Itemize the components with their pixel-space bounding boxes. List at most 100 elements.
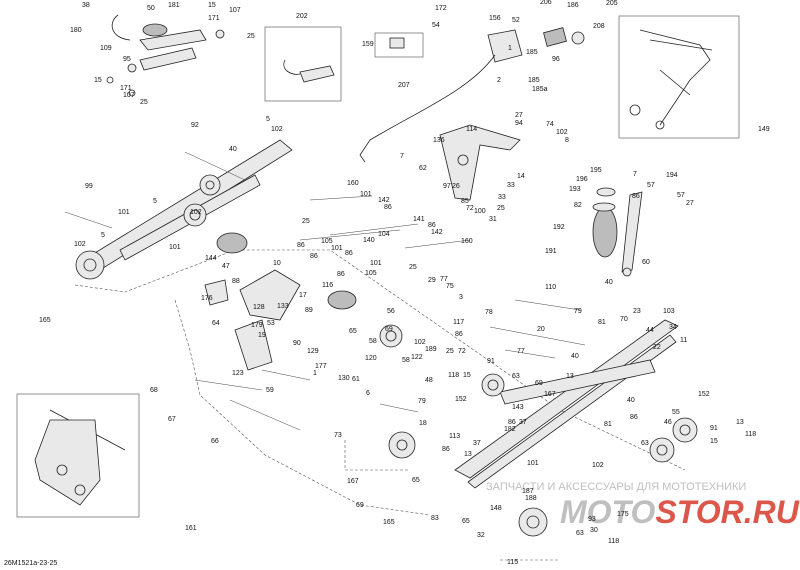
callout-185: 185	[528, 77, 540, 84]
callout-196: 196	[576, 176, 588, 183]
callout-149: 149	[758, 126, 770, 133]
callout-55: 55	[672, 409, 680, 416]
callout-148: 148	[490, 505, 502, 512]
callout-57: 57	[677, 192, 685, 199]
watermark: ЗАПЧАСТИ И АКСЕССУАРЫ ДЛЯ МОТОТЕХНИКИ MO…	[486, 481, 800, 530]
callout-7: 7	[400, 153, 404, 160]
callout-46: 46	[664, 419, 672, 426]
callout-67: 67	[168, 416, 176, 423]
shock-eye-upper	[215, 29, 225, 39]
callout-128: 128	[253, 304, 265, 311]
callout-65: 65	[412, 477, 420, 484]
callout-61: 61	[352, 376, 360, 383]
callout-102: 102	[414, 339, 426, 346]
callout-195: 195	[590, 167, 602, 174]
callout-188: 188	[525, 495, 537, 502]
callout-72: 72	[458, 348, 466, 355]
callout-22: 22	[653, 344, 661, 351]
callout-78: 78	[485, 309, 493, 316]
assembly-boundary-wheel-167	[344, 440, 410, 471]
callout-102: 102	[592, 462, 604, 469]
callout-165: 165	[39, 317, 51, 324]
callout-105: 105	[365, 270, 377, 277]
callout-90: 90	[293, 340, 301, 347]
callout-161: 161	[185, 525, 197, 532]
callout-160: 160	[461, 238, 473, 245]
callout-72: 72	[466, 205, 474, 212]
shaft-78	[489, 326, 586, 346]
callout-66: 66	[211, 438, 219, 445]
callout-86: 86	[384, 204, 392, 211]
callout-101: 101	[118, 209, 130, 216]
callout-27: 27	[686, 200, 694, 207]
callout-1: 1	[313, 370, 317, 377]
callout-99: 99	[85, 183, 93, 190]
rail-main	[454, 319, 679, 479]
bracket-176	[204, 279, 229, 306]
callout-101: 101	[527, 460, 539, 467]
callout-189: 189	[425, 346, 437, 353]
callout-69: 69	[356, 502, 364, 509]
callout-68: 68	[150, 387, 158, 394]
callout-63: 63	[512, 373, 520, 380]
callout-208: 208	[593, 23, 605, 30]
front-arm-group	[64, 139, 293, 280]
callout-91: 91	[710, 425, 718, 432]
callout-25: 25	[497, 205, 505, 212]
shaft-99	[64, 211, 113, 229]
shock-body	[139, 29, 207, 51]
callout-73: 73	[334, 432, 342, 439]
callout-102: 102	[190, 209, 202, 216]
callout-101: 101	[169, 244, 181, 251]
shaft-141	[329, 223, 419, 236]
callout-101: 101	[360, 191, 372, 198]
callout-93: 93	[588, 516, 596, 523]
callout-19: 19	[258, 332, 266, 339]
callout-60: 60	[642, 259, 650, 266]
callout-37: 37	[519, 419, 527, 426]
rail-lower	[499, 359, 656, 405]
callout-15: 15	[94, 77, 102, 84]
callout-23: 23	[633, 308, 641, 315]
rear-shock-group	[592, 187, 643, 277]
callout-167: 167	[544, 391, 556, 398]
callout-88: 88	[232, 278, 240, 285]
shaft-79	[379, 403, 419, 413]
callout-81: 81	[604, 421, 612, 428]
inset-box-202	[264, 26, 342, 102]
callout-1: 1	[508, 45, 512, 52]
callout-33: 33	[507, 182, 515, 189]
inset-161-content	[34, 409, 126, 506]
callout-37: 37	[473, 440, 481, 447]
callout-186: 186	[567, 2, 579, 9]
wheel-69-lower	[388, 431, 416, 459]
callout-171: 171	[120, 85, 132, 92]
callout-181: 181	[168, 2, 180, 9]
callout-40: 40	[571, 353, 579, 360]
callout-86: 86	[337, 271, 345, 278]
shaft-140	[299, 229, 401, 241]
callout-115: 115	[507, 559, 518, 566]
callout-34: 34	[669, 324, 677, 331]
callout-86: 86	[442, 446, 450, 453]
coil-spring-192	[592, 206, 618, 258]
callout-185: 185	[526, 49, 538, 56]
callout-74: 74	[546, 121, 554, 128]
callout-129: 129	[307, 348, 319, 355]
spring-seat-193	[596, 187, 616, 197]
callout-25: 25	[247, 33, 255, 40]
callout-69: 69	[385, 326, 393, 333]
callout-96: 96	[552, 56, 560, 63]
callout-65: 65	[462, 518, 470, 525]
shaft-66	[229, 399, 301, 431]
callout-14: 14	[517, 173, 525, 180]
callout-107: 107	[123, 92, 135, 99]
callout-133: 133	[277, 303, 289, 310]
watermark-brand-moto: MOTO	[560, 494, 656, 530]
watermark-text: ЗАПЧАСТИ И АКСЕССУАРЫ ДЛЯ МОТОТЕХНИКИ	[486, 481, 746, 493]
callout-54: 54	[432, 22, 440, 29]
callout-205: 205	[606, 0, 618, 7]
callout-53: 53	[267, 320, 275, 327]
shock-absorber-group	[106, 14, 225, 97]
